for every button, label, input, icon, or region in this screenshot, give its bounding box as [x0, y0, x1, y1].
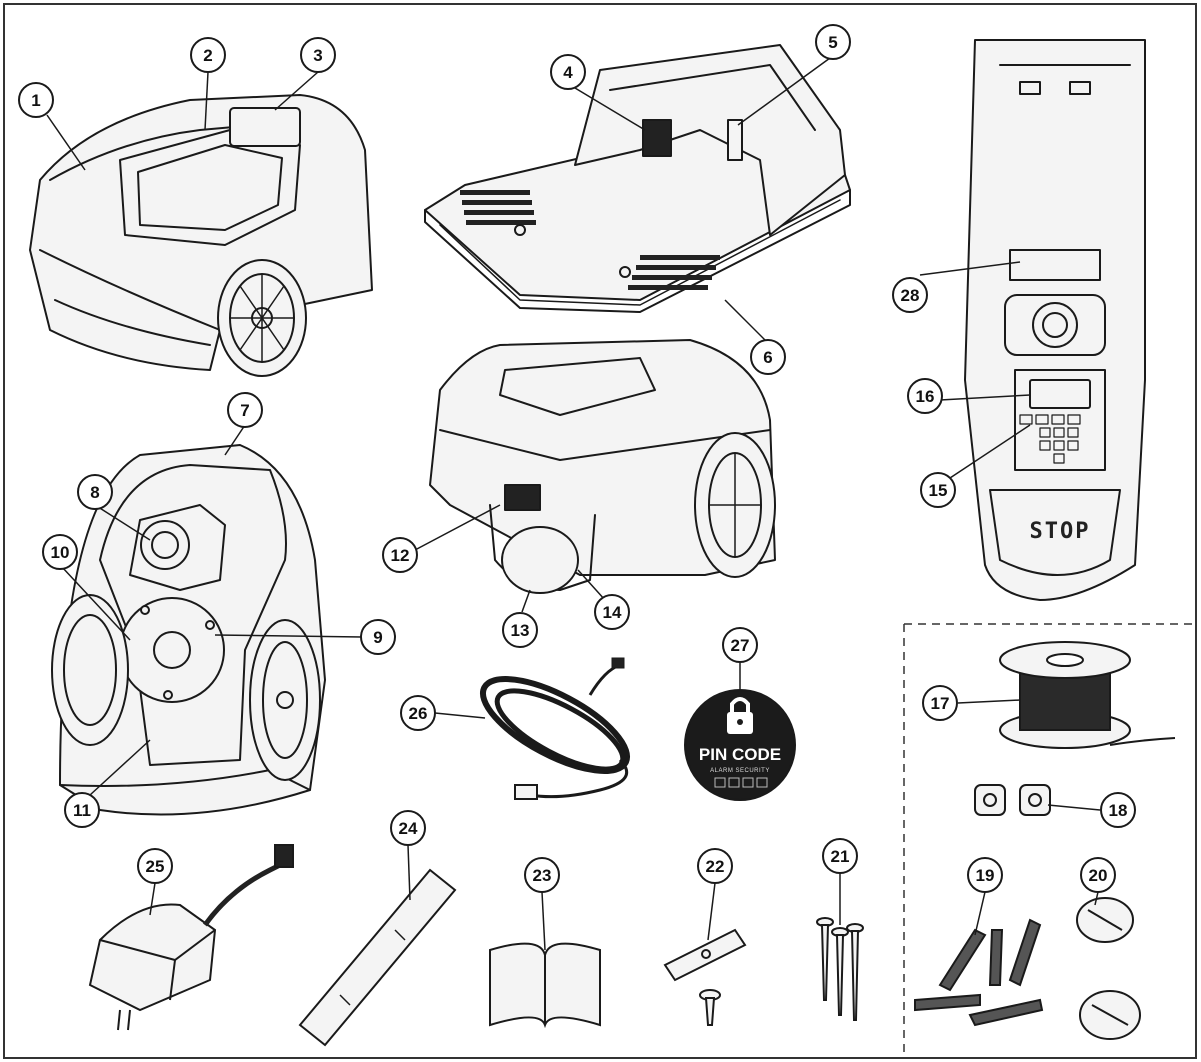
leader-lines	[46, 57, 1101, 951]
callout-2: 2	[203, 46, 212, 65]
callout-27: 27	[731, 636, 750, 655]
boundary-wire-spool-drawing	[999, 641, 1176, 749]
mower-body-drawing	[29, 94, 373, 377]
callout-6: 6	[763, 348, 772, 367]
callout-17: 17	[931, 694, 950, 713]
stop-label: STOP	[1030, 519, 1091, 544]
screws-drawing	[816, 917, 864, 1021]
callout-11: 11	[73, 801, 91, 820]
callout-10: 10	[51, 543, 70, 562]
wire-connectors-drawing	[974, 784, 1051, 816]
couplers-drawing	[1076, 897, 1141, 1040]
mower-underside-drawing	[51, 444, 326, 816]
callout-28: 28	[901, 286, 920, 305]
wire-kit-separator	[903, 623, 1196, 1058]
callout-13: 13	[511, 621, 530, 640]
mower-rear-drawing	[429, 339, 776, 594]
callout-25: 25	[146, 857, 165, 876]
callout-21: 21	[831, 847, 850, 866]
callout-26: 26	[409, 704, 428, 723]
callout-5: 5	[828, 33, 837, 52]
power-supply-drawing	[88, 844, 294, 1031]
power-cable-drawing	[479, 657, 631, 800]
callout-8: 8	[90, 483, 99, 502]
figure-border	[3, 3, 1197, 1059]
callout-markers	[18, 24, 1136, 893]
callout-14: 14	[603, 603, 622, 622]
callout-18: 18	[1109, 801, 1128, 820]
callout-1: 1	[31, 91, 40, 110]
callout-15: 15	[929, 481, 948, 500]
callout-3: 3	[313, 46, 322, 65]
callout-20: 20	[1089, 866, 1108, 885]
callout-22: 22	[706, 857, 725, 876]
callout-numbers: 1 2 3 4 5 6 7 8 9 10 11 12 13 14 15 16 1…	[31, 33, 1127, 885]
callout-4: 4	[563, 63, 573, 82]
callout-19: 19	[976, 866, 995, 885]
pin-code-title: PIN CODE	[699, 745, 781, 764]
callout-9: 9	[373, 628, 382, 647]
callout-24: 24	[399, 819, 418, 838]
pin-code-sticker	[684, 689, 796, 801]
callout-7: 7	[240, 401, 249, 420]
pegs-drawing	[914, 918, 1044, 1027]
callout-23: 23	[533, 866, 552, 885]
measure-strip-drawing	[298, 868, 457, 1047]
pin-code-subtitle: ALARM SECURITY	[710, 768, 770, 774]
charging-station-drawing	[424, 44, 851, 313]
callout-16: 16	[916, 387, 935, 406]
callout-12: 12	[391, 546, 410, 565]
control-panel-drawing	[964, 39, 1146, 601]
blade-drawing	[663, 928, 747, 1026]
manual-drawing	[489, 942, 601, 1029]
